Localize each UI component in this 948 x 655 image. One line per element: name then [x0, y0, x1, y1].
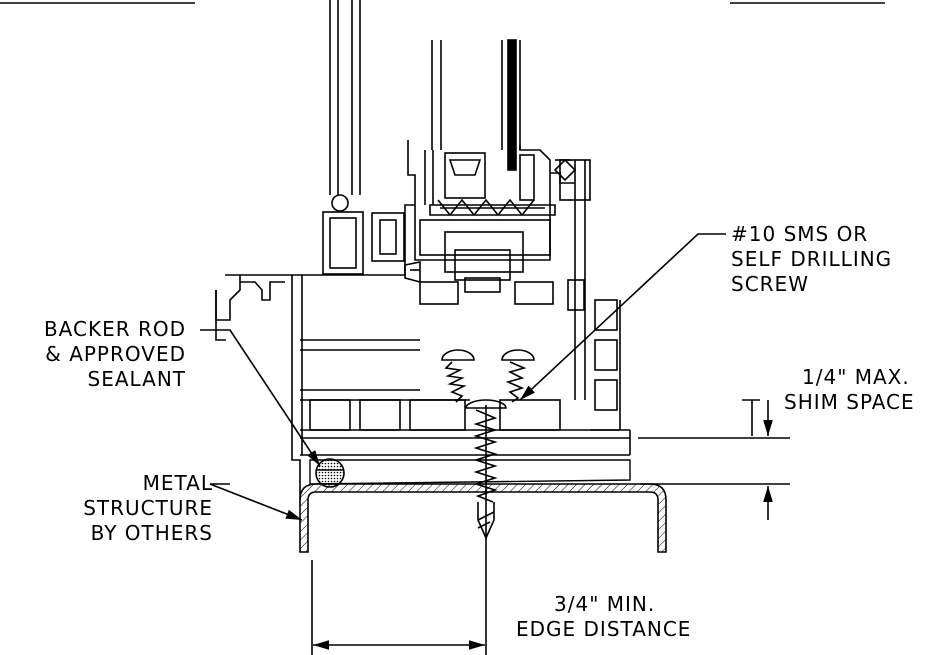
shim-space-label-line1: 1/4" MAX.: [802, 365, 910, 389]
edge-distance-label-line2: EDGE DISTANCE: [516, 617, 692, 641]
anchor-screws: [441, 349, 535, 540]
fixed-glazing: [322, 0, 364, 275]
backer-rod-label-line1: BACKER ROD: [43, 317, 186, 341]
shim-space-label-line2: SHIM SPACE: [784, 390, 915, 414]
backer-rod-label-line2: & APPROVED: [45, 342, 186, 366]
metal-structure-label: METAL STRUCTURE BY OTHERS: [83, 471, 213, 546]
sash-glazing: [431, 39, 521, 171]
edge-distance-label-line1: 3/4" MIN.: [554, 592, 656, 616]
metal-structure-leader: [209, 483, 303, 521]
screw-leader: [519, 233, 726, 401]
backer-rod: [315, 458, 345, 488]
backer-rod-label: BACKER ROD & APPROVED SEALANT: [44, 317, 186, 392]
screw-label-line1: #10 SMS OR: [731, 222, 869, 246]
backer-rod-leader: [200, 329, 321, 467]
sash-frame: [407, 140, 556, 305]
metal-structure-label-line1: METAL: [142, 471, 213, 495]
edge-distance-label: 3/4" MIN. EDGE DISTANCE: [516, 592, 691, 642]
screw-label-line3: SCREW: [731, 272, 809, 296]
metal-structure-label-line2: STRUCTURE: [83, 496, 213, 520]
shim-space-label: 1/4" MAX. SHIM SPACE: [784, 365, 915, 415]
metal-structure: [299, 483, 667, 553]
backer-rod-label-line3: SEALANT: [87, 367, 186, 391]
shim: [309, 459, 631, 485]
main-frame: [215, 158, 631, 500]
screw-label-line2: SELF DRILLING: [731, 247, 893, 271]
screw-label: #10 SMS OR SELF DRILLING SCREW: [731, 222, 892, 297]
metal-structure-label-line3: BY OTHERS: [90, 521, 213, 545]
